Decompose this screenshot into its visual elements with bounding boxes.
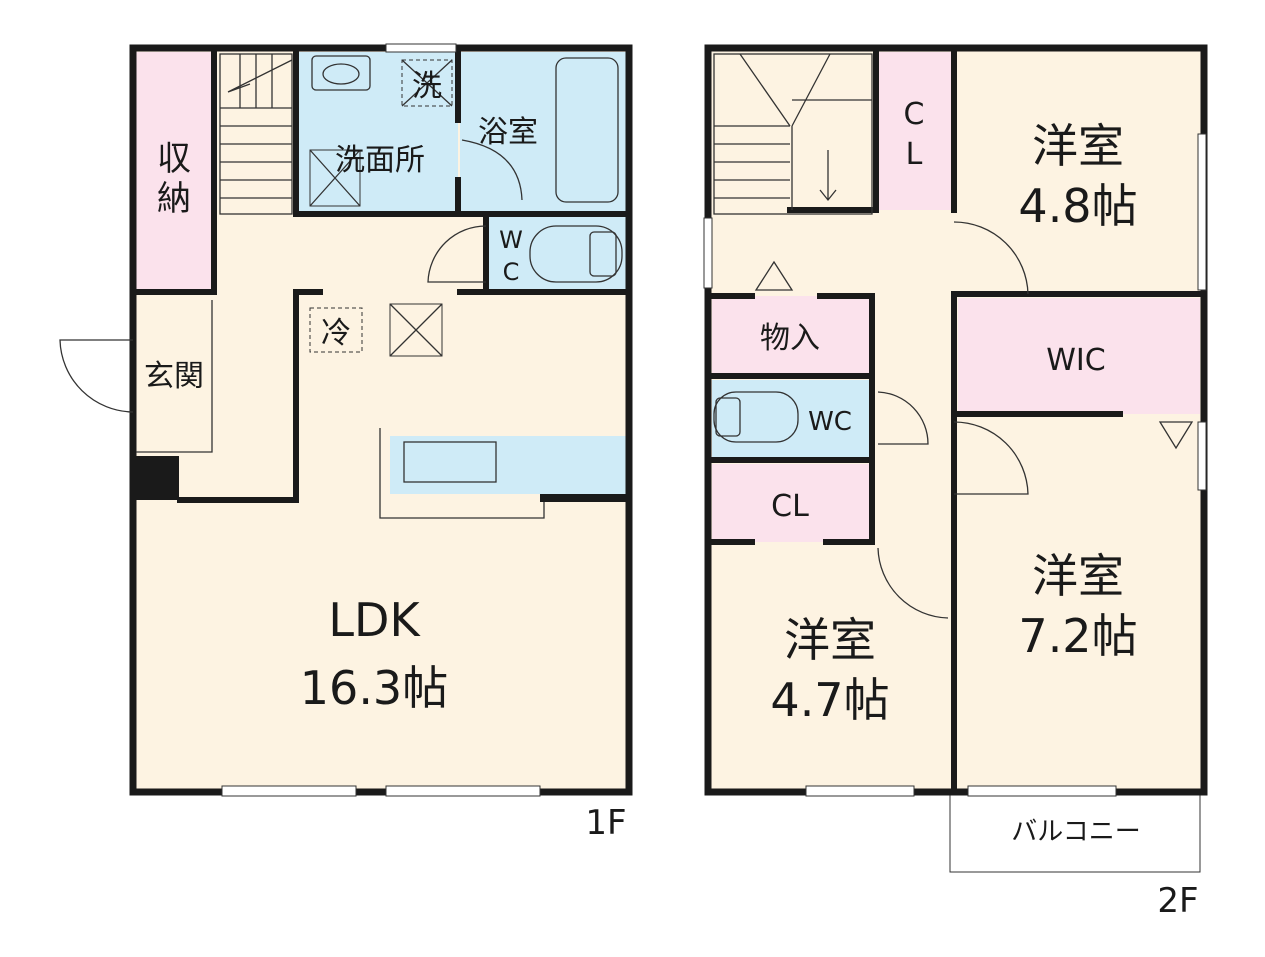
label-storage-1: 収 <box>157 139 191 179</box>
label-wc-1f-2: C <box>503 258 520 286</box>
wc-room-2f <box>712 380 872 458</box>
label-room-c-size: 4.7帖 <box>770 673 889 727</box>
floor-1-label: 1F <box>585 803 626 843</box>
label-room-a: 洋室 <box>1032 119 1124 173</box>
entrance-area <box>136 300 212 450</box>
kitchen-fan <box>389 303 443 357</box>
sink-counter <box>403 441 497 483</box>
window-2f-d <box>805 785 915 797</box>
label-room-a-size: 4.8帖 <box>1018 179 1137 233</box>
window-2f-b <box>1197 421 1207 491</box>
label-storage-2: 納 <box>157 179 191 219</box>
counter-outline <box>379 428 545 519</box>
stairs-1f <box>219 53 293 215</box>
wc-door-swing <box>427 225 487 283</box>
ldk-walls <box>177 289 489 503</box>
label-cl-top-2: L <box>906 137 923 172</box>
wc-2f-door-swing <box>877 391 929 445</box>
washroom-fan <box>309 149 361 207</box>
wc-room <box>486 216 626 292</box>
room-a-door-swing <box>953 221 1029 295</box>
kitchen-counter <box>390 436 626 494</box>
bathroom <box>460 52 626 214</box>
room-b-door-swing <box>953 421 1029 495</box>
window-2f-c <box>703 217 713 289</box>
label-washroom: 洗面所 <box>335 143 425 178</box>
floor-2-label: 2F <box>1157 881 1198 921</box>
service-walls <box>705 293 875 545</box>
window-1f-b <box>385 785 541 797</box>
label-ldk-size: 16.3帖 <box>300 661 448 715</box>
label-fridge: 冷 <box>321 316 351 351</box>
wic-arrow <box>1158 421 1194 450</box>
closet-top <box>878 52 952 210</box>
bath-door-swing <box>461 139 523 201</box>
label-wic: WIC <box>1046 343 1105 378</box>
label-cl-mid: CL <box>771 489 809 524</box>
label-room-c: 洋室 <box>784 613 876 667</box>
toilet-2f <box>713 391 799 443</box>
label-ldk: LDK <box>328 593 421 647</box>
label-wc-1f-1: W <box>499 226 523 254</box>
label-entrance: 玄関 <box>144 359 204 394</box>
counter-wall <box>540 494 626 502</box>
storeroom-arrow <box>754 260 794 291</box>
floor-1-outer-wall <box>129 44 633 796</box>
closet-walls <box>787 45 957 213</box>
storeroom <box>712 296 872 374</box>
entrance-door-swing <box>59 339 134 413</box>
storage-wall <box>133 49 217 295</box>
label-washer: 洗 <box>412 69 442 104</box>
label-storeroom: 物入 <box>760 321 820 356</box>
label-balcony: バルコニー <box>1011 817 1140 847</box>
floor-2: C L 洋室 4.8帖 物入 WC WIC CL 洋室 7.2帖 洋室 4.7帖… <box>703 44 1208 921</box>
room-c-door-swing <box>877 547 949 619</box>
bathtub <box>555 57 619 203</box>
toilet-1f <box>529 225 623 283</box>
closet-mid <box>712 464 872 542</box>
bedroom-walls <box>951 291 1207 795</box>
label-wc-2f: WC <box>808 407 852 437</box>
window-2f-e <box>967 785 1117 797</box>
label-bath: 浴室 <box>478 115 538 150</box>
label-cl-top-1: C <box>904 97 925 132</box>
washer-space <box>401 59 453 107</box>
stairs-2f <box>713 53 873 215</box>
window-2f-a <box>1197 133 1207 291</box>
pillar <box>133 456 179 500</box>
label-room-b-size: 7.2帖 <box>1018 609 1137 663</box>
storage-room <box>136 52 214 292</box>
window-1f-c <box>385 43 457 53</box>
balcony <box>949 791 1201 873</box>
label-room-b: 洋室 <box>1032 549 1124 603</box>
floor-1: 収 納 玄関 洗面所 洗 浴室 W C 冷 LDK 16.3帖 1F <box>59 43 633 843</box>
fridge-space <box>309 307 363 353</box>
wet-area-walls <box>293 45 629 295</box>
sink <box>311 55 371 91</box>
window-1f-a <box>221 785 357 797</box>
entrance-step <box>136 300 213 453</box>
wic-room <box>958 298 1200 414</box>
